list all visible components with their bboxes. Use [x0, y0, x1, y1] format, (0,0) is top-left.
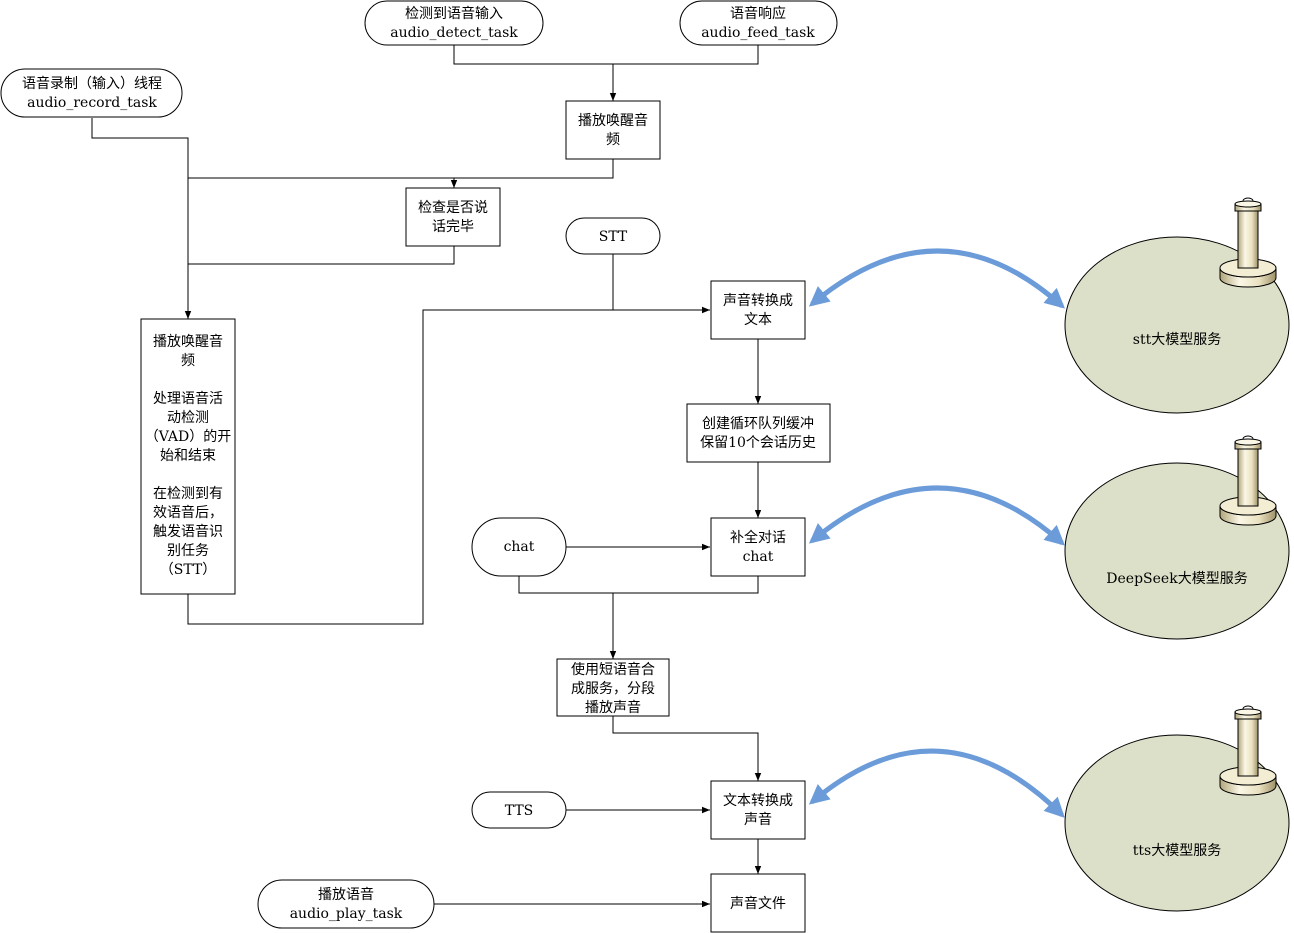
vad-line4: 处理语音活 [153, 390, 223, 407]
connectors [91, 45, 762, 908]
terminator-feed-task: 语音响应 audio_feed_task [679, 0, 838, 46]
short-tts-line1: 使用短语音合 [571, 661, 655, 678]
process-play-wake-top: 播放唤醒音 频 [565, 100, 661, 160]
service-tts: tts大模型服务 [1064, 705, 1290, 912]
complete-chat-line1: 补全对话 [730, 529, 786, 546]
check-speech-line2: 话完毕 [432, 219, 474, 235]
process-speech-to-text: 声音转换成 文本 [710, 280, 806, 340]
feed-task-line1: 语音响应 [730, 5, 786, 22]
complete-chat-line2: chat [743, 549, 774, 565]
service-deepseek-label: DeepSeek大模型服务 [1106, 571, 1247, 587]
ring-buffer-line1: 创建循环队列缓冲 [702, 416, 814, 432]
service-stt-label: stt大模型服务 [1133, 332, 1221, 348]
play-task-line1: 播放语音 [318, 886, 374, 903]
vad-line13: （STT） [160, 562, 217, 578]
terminator-stt: STT [565, 217, 661, 255]
check-speech-line1: 检查是否说 [418, 200, 488, 216]
process-complete-chat: 补全对话 chat [710, 517, 806, 577]
service-links [808, 248, 1065, 818]
audio-file-label: 声音文件 [730, 895, 786, 912]
vad-line12: 别任务 [167, 543, 209, 559]
play-wake-top-line1: 播放唤醒音 [578, 112, 648, 129]
record-task-line1: 语音录制（输入）线程 [22, 75, 162, 92]
terminator-chat: chat [471, 517, 567, 577]
stt-term-label: STT [599, 229, 628, 245]
vad-line6: （VAD）的开 [145, 429, 232, 445]
process-ring-buffer: 创建循环队列缓冲 保留10个会话历史 [686, 403, 831, 463]
service-tts-label: tts大模型服务 [1133, 843, 1221, 859]
short-tts-line3: 播放声音 [585, 699, 641, 716]
deepseek-link-arrow [808, 485, 1065, 546]
process-check-speech: 检查是否说 话完毕 [405, 187, 501, 247]
vad-line7: 始和结束 [160, 448, 216, 464]
vad-line5: 动检测 [167, 410, 209, 426]
record-task-line2: audio_record_task [27, 95, 157, 111]
tts-term-label: TTS [505, 803, 534, 819]
service-stt: stt大模型服务 [1064, 197, 1290, 414]
process-text-to-speech: 文本转换成 声音 [710, 780, 806, 840]
terminator-detect-task: 检测到语音输入 audio_detect_task [364, 0, 544, 46]
vad-line10: 效语音后， [153, 504, 223, 521]
short-tts-line2: 成服务，分段 [571, 681, 655, 697]
process-vad: 播放唤醒音 频 处理语音活 动检测 （VAD）的开 始和结束 在检测到有 效语音… [140, 318, 236, 595]
chat-term-label: chat [504, 539, 535, 555]
stt-link-arrow [808, 248, 1065, 309]
detect-task-line1: 检测到语音输入 [405, 5, 503, 22]
text-to-speech-line2: 声音 [744, 811, 772, 828]
process-audio-file: 声音文件 [710, 873, 806, 933]
play-task-line2: audio_play_task [290, 906, 403, 922]
ring-buffer-line2: 保留10个会话历史 [700, 435, 816, 451]
terminator-play-task: 播放语音 audio_play_task [257, 879, 435, 929]
terminator-record-task: 语音录制（输入）线程 audio_record_task [0, 68, 183, 118]
speech-to-text-line2: 文本 [744, 312, 772, 328]
vad-line9: 在检测到有 [153, 486, 223, 502]
process-short-tts: 使用短语音合 成服务，分段 播放声音 [556, 658, 670, 717]
speech-to-text-line1: 声音转换成 [723, 292, 793, 309]
play-wake-top-line2: 频 [606, 132, 620, 148]
text-to-speech-line1: 文本转换成 [723, 792, 793, 809]
vad-line2: 频 [181, 353, 195, 369]
database-server-icon [1219, 197, 1277, 288]
feed-task-line2: audio_feed_task [701, 25, 815, 41]
tts-link-arrow [808, 748, 1065, 818]
detect-task-line2: audio_detect_task [390, 25, 518, 41]
vad-line11: 触发语音识 [153, 523, 223, 540]
terminator-tts: TTS [471, 791, 567, 829]
service-deepseek: DeepSeek大模型服务 [1064, 435, 1290, 640]
vad-line1: 播放唤醒音 [153, 333, 223, 350]
